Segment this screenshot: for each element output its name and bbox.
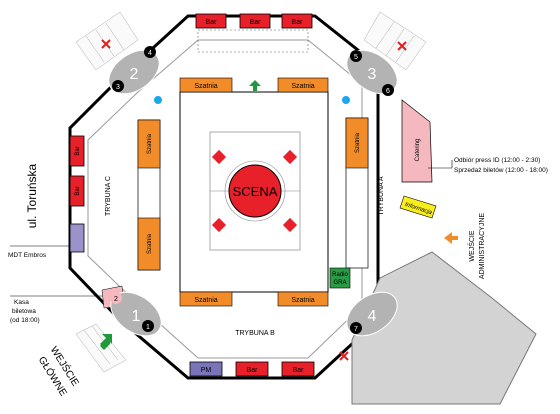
gate-2-marker <box>110 292 122 304</box>
radio-label-1: Radio <box>332 272 348 278</box>
stage-marker <box>282 217 298 233</box>
stand-a-label: TRYBUNA A <box>378 176 385 215</box>
stage-marker <box>282 149 298 165</box>
admin-entrance-line2: ADMINISTRACYJNE <box>479 213 486 279</box>
stairs-top-left <box>75 11 139 71</box>
closed-exit-icon <box>397 41 407 51</box>
mdt-booth <box>69 223 85 253</box>
top-dashed-area <box>197 29 309 53</box>
gate-3-marker <box>112 80 124 92</box>
cloakroom-right-top <box>345 117 369 169</box>
closed-exit-icon <box>339 351 349 361</box>
bar-left-2 <box>69 175 85 207</box>
press-line-1: Odbiór press ID (12:00 - 2:30) <box>454 157 540 164</box>
cloakroom-bottom-left <box>179 291 233 307</box>
arrow-orange-admin-icon <box>444 232 458 244</box>
pm-booth <box>189 361 223 377</box>
gate-1-marker <box>142 320 154 332</box>
stage-marker <box>211 149 227 165</box>
entrance-4-number: 4 <box>368 308 377 325</box>
entrance-3-number: 3 <box>368 66 377 83</box>
bar-top-2-label: Bar <box>250 19 262 26</box>
mdt-callout-label: MDT Embros <box>8 252 47 259</box>
bar-top-2 <box>239 13 271 29</box>
entrance-oval-3 <box>346 49 398 95</box>
radio-label-2: GRA <box>333 280 346 286</box>
entrance-1-number: 1 <box>132 308 141 325</box>
gate-2-number: 2 <box>114 296 118 303</box>
stage-marker <box>244 193 256 205</box>
info-point-dot <box>154 96 162 104</box>
cloakroom-top-left <box>179 77 233 93</box>
cloakroom-right-top-label: Szatnia <box>355 132 361 153</box>
stage-circle <box>228 164 282 218</box>
radio-booth <box>329 267 351 289</box>
bar-top-3-label: Bar <box>292 19 304 26</box>
info-point-dot <box>342 96 350 104</box>
stage-marker <box>211 217 227 233</box>
cloakroom-top-right-label: Szatnia <box>291 83 314 90</box>
ticket-line-2: biletowa <box>12 308 36 315</box>
catering-area <box>401 99 433 183</box>
bar-left-2-label: Bar <box>75 186 81 195</box>
ticket-line-3: (od 18:00) <box>10 317 40 324</box>
stairs-bottom-left <box>75 323 127 373</box>
gate-markers: 4 3 5 6 2 1 7 <box>110 46 394 334</box>
arrow-green-entrance-icon <box>100 334 112 346</box>
bar-top-1 <box>195 13 227 29</box>
cloakroom-top-left-label: Szatnia <box>194 83 217 90</box>
stage-label: SCENA <box>233 184 278 199</box>
gate-4-marker <box>144 46 156 58</box>
gate-6-number: 6 <box>386 88 390 95</box>
gate-7-number: 7 <box>354 326 358 333</box>
press-line-2: Sprzedaż biletów (12:00 - 18:00) <box>454 167 548 174</box>
catering-label: Catering <box>415 139 421 162</box>
entrance-2-number: 2 <box>130 66 139 83</box>
bar-top-3 <box>281 13 313 29</box>
cloakroom-left-top-label: Szatnia <box>147 133 153 154</box>
cloakroom-left-bottom-label: Szatnia <box>147 233 153 254</box>
bar-left-1-label: Bar <box>75 146 81 155</box>
bar-bottom-2-label: Bar <box>293 367 305 374</box>
bar-bottom-1 <box>235 361 269 377</box>
gate-1-number: 1 <box>146 324 150 331</box>
bar-bottom-1-label: Bar <box>247 367 259 374</box>
stand-b-label: TRYBUNA B <box>235 330 275 337</box>
cloakroom-top-right <box>277 77 329 93</box>
gate-4-number: 4 <box>148 50 152 57</box>
bar-left-1 <box>69 135 85 167</box>
gate-7-marker <box>350 322 362 334</box>
bar-bottom-2 <box>281 361 315 377</box>
ticket-line-1: Kasa <box>14 299 29 306</box>
admin-entrance-line1: WEJŚCIE <box>467 230 476 261</box>
arrow-up-green-icon <box>249 80 261 91</box>
gate-3-number: 3 <box>116 84 120 91</box>
stand-c-label: TRYBUNA C <box>105 176 112 216</box>
cloakroom-bottom-right-label: Szatnia <box>291 297 314 304</box>
bar-top-1-label: Bar <box>206 19 218 26</box>
information-point <box>399 195 437 219</box>
callout-line-press <box>428 160 453 169</box>
administration-building <box>351 251 537 405</box>
court-circle <box>224 160 286 222</box>
gate-5-marker <box>350 50 362 62</box>
gate-5-number: 5 <box>354 54 358 61</box>
street-label: ul. Toruńska <box>25 163 39 228</box>
cloakroom-bottom-left-label: Szatnia <box>194 297 217 304</box>
cloakroom-left-bottom <box>137 217 161 271</box>
pm-label: PM <box>201 367 212 374</box>
closed-exit-icon <box>101 39 111 49</box>
cloakroom-bottom-right <box>277 291 329 307</box>
gate-6-marker <box>382 84 394 96</box>
cloakroom-left-top <box>137 119 161 169</box>
